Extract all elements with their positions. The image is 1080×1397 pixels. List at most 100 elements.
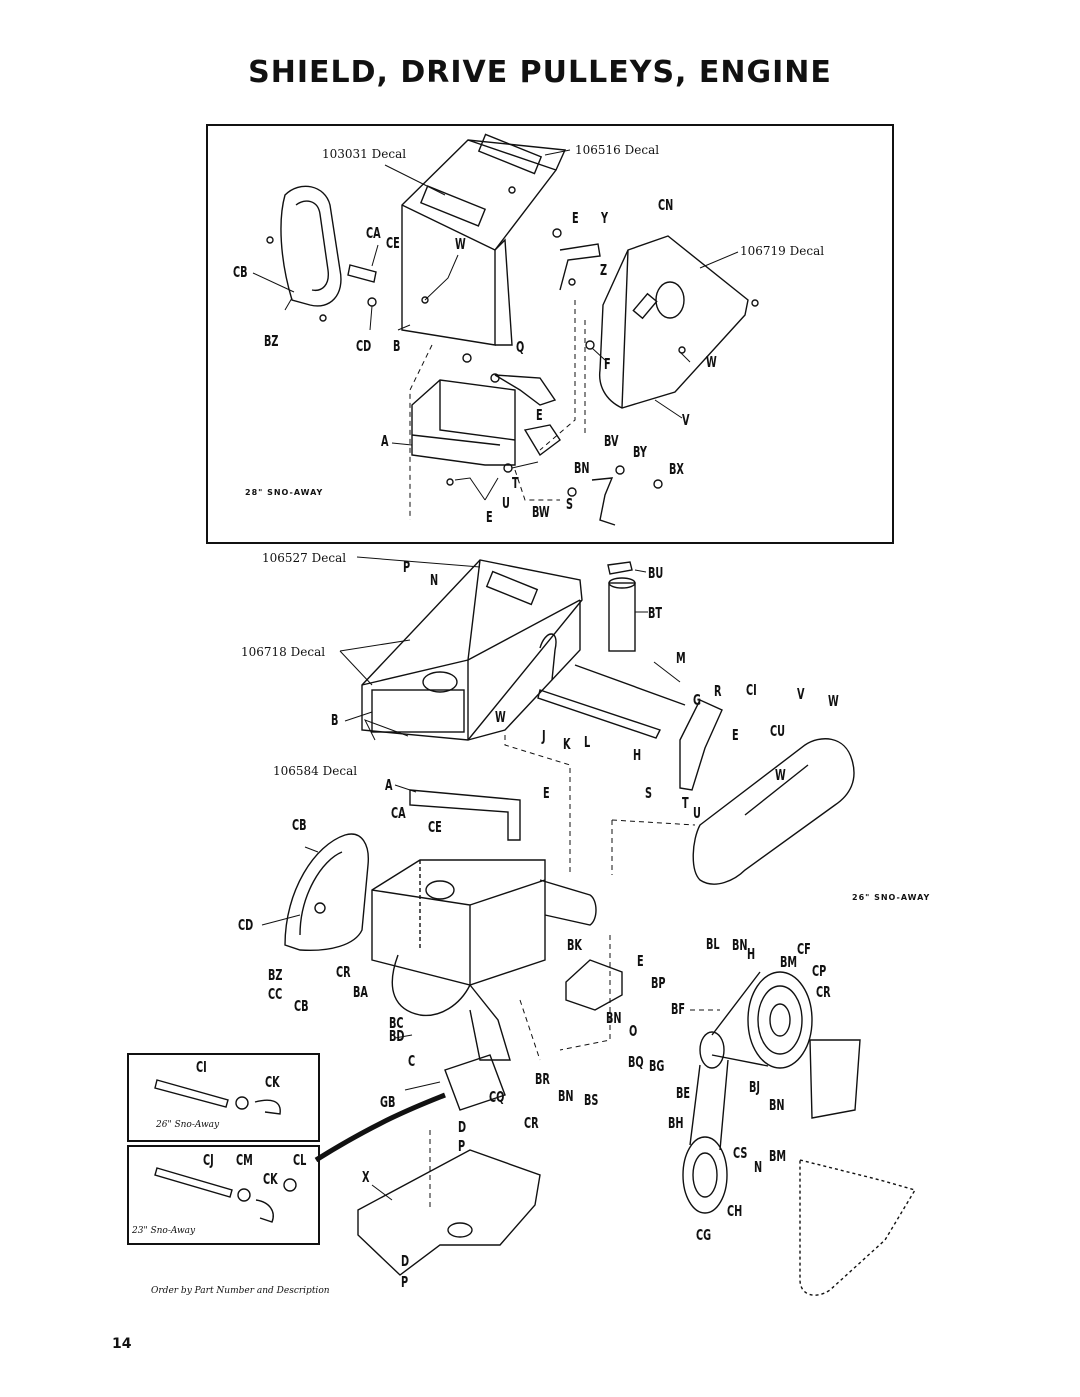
part-label: BR bbox=[535, 1070, 550, 1088]
hose-inset-26-frame bbox=[127, 1053, 320, 1142]
part-label: BS bbox=[584, 1091, 599, 1109]
part-label: CF bbox=[797, 940, 811, 958]
part-label: H bbox=[747, 945, 756, 963]
page-title: SHIELD, DRIVE PULLEYS, ENGINE bbox=[248, 55, 832, 90]
part-label: N bbox=[754, 1158, 763, 1176]
part-label: BY bbox=[633, 443, 647, 461]
part-label: BM bbox=[780, 953, 798, 971]
part-label: CU bbox=[770, 722, 786, 740]
part-label: BN bbox=[574, 459, 590, 477]
part-label: H bbox=[633, 746, 642, 764]
part-label: W bbox=[706, 353, 717, 371]
part-label: E bbox=[543, 784, 550, 802]
decal-106719-label: 106719 Decal bbox=[740, 244, 825, 258]
hose bbox=[314, 1092, 446, 1163]
part-label: BN bbox=[732, 936, 748, 954]
part-label: CI bbox=[196, 1058, 207, 1076]
part-label: BN bbox=[606, 1009, 622, 1027]
part-label: BP bbox=[651, 974, 666, 992]
part-label: CL bbox=[293, 1151, 307, 1169]
part-label: BF bbox=[671, 1000, 686, 1018]
part-label: CK bbox=[265, 1073, 280, 1091]
part-label: K bbox=[563, 735, 571, 753]
part-label: BL bbox=[706, 935, 720, 953]
part-label: CE bbox=[386, 234, 400, 252]
part-label: BT bbox=[648, 604, 663, 622]
bracket-a-top bbox=[411, 379, 516, 466]
part-label: U bbox=[693, 804, 701, 822]
part-label: W bbox=[495, 708, 506, 726]
part-label: CB bbox=[233, 263, 248, 281]
part-label: BW bbox=[532, 503, 550, 521]
part-label: P bbox=[401, 1273, 409, 1291]
part-label: CB bbox=[294, 997, 309, 1015]
part-label: BM bbox=[769, 1147, 787, 1165]
hose-inset-23-frame bbox=[127, 1145, 320, 1245]
part-label: G bbox=[693, 691, 701, 709]
part-label: BG bbox=[649, 1057, 665, 1075]
part-label: W bbox=[455, 235, 466, 253]
decal-106718-label: 106718 Decal bbox=[241, 645, 326, 659]
part-label: B bbox=[331, 711, 339, 729]
part-label: CD bbox=[238, 916, 254, 934]
part-label: BZ bbox=[268, 966, 283, 984]
part-label: CR bbox=[336, 963, 351, 981]
part-label: CD bbox=[356, 337, 372, 355]
pulley-cf bbox=[747, 971, 813, 1069]
shield-b-main bbox=[361, 559, 583, 741]
part-label: CK bbox=[263, 1170, 278, 1188]
part-label: E bbox=[486, 508, 493, 526]
part-label: CC bbox=[268, 985, 283, 1003]
part-label: BA bbox=[353, 983, 368, 1001]
part-label: M bbox=[676, 649, 686, 667]
part-label: E bbox=[572, 209, 579, 227]
part-label: BN bbox=[558, 1087, 574, 1105]
part-label: CJ bbox=[203, 1151, 214, 1169]
belt-cover-main bbox=[284, 833, 369, 952]
cover-v-top bbox=[598, 235, 749, 409]
part-label: GB bbox=[380, 1093, 396, 1111]
part-label: T bbox=[512, 474, 519, 492]
part-label: BJ bbox=[749, 1078, 761, 1096]
part-label: N bbox=[430, 571, 439, 589]
part-label: BX bbox=[669, 460, 684, 478]
part-label: CP bbox=[812, 962, 827, 980]
part-label: CR bbox=[524, 1114, 539, 1132]
part-label: Q bbox=[516, 338, 525, 356]
part-label: S bbox=[566, 495, 574, 513]
decal-106527-label: 106527 Decal bbox=[262, 551, 347, 565]
footer-note: Order by Part Number and Description bbox=[151, 1286, 330, 1296]
hose26-note: 26" Sno-Away bbox=[156, 1120, 220, 1130]
part-label: CH bbox=[727, 1202, 743, 1220]
part-label: CR bbox=[816, 983, 831, 1001]
mid-model-note: 26" SNO-AWAY bbox=[852, 893, 931, 902]
top-inset-frame bbox=[206, 124, 894, 544]
part-label: L bbox=[584, 733, 591, 751]
part-label: CA bbox=[366, 224, 381, 242]
part-label: CA bbox=[391, 804, 406, 822]
part-label: E bbox=[732, 726, 739, 744]
hardware-top bbox=[266, 186, 759, 497]
part-label: BQ bbox=[628, 1053, 644, 1071]
top-model-note: 28" SNO-AWAY bbox=[245, 488, 324, 497]
part-label: CS bbox=[733, 1144, 748, 1162]
part-label: V bbox=[797, 685, 805, 703]
part-label: C bbox=[408, 1052, 416, 1070]
bottom-plate-x bbox=[357, 1149, 541, 1276]
hose23-note: 23" Sno-Away bbox=[132, 1226, 196, 1236]
part-label: D bbox=[401, 1252, 410, 1270]
part-label: U bbox=[502, 494, 510, 512]
part-label: W bbox=[775, 766, 786, 784]
part-label: S bbox=[645, 784, 653, 802]
part-label: CE bbox=[428, 818, 442, 836]
part-label: W bbox=[828, 692, 839, 710]
bracket-a-main bbox=[409, 789, 521, 841]
part-label: CI bbox=[746, 681, 757, 699]
part-label: CM bbox=[236, 1151, 253, 1169]
cover-v-main bbox=[692, 738, 855, 885]
part-label: CN bbox=[658, 196, 674, 214]
part-label: BN bbox=[769, 1096, 785, 1114]
part-label: E bbox=[536, 406, 543, 424]
part-label: J bbox=[542, 727, 546, 745]
